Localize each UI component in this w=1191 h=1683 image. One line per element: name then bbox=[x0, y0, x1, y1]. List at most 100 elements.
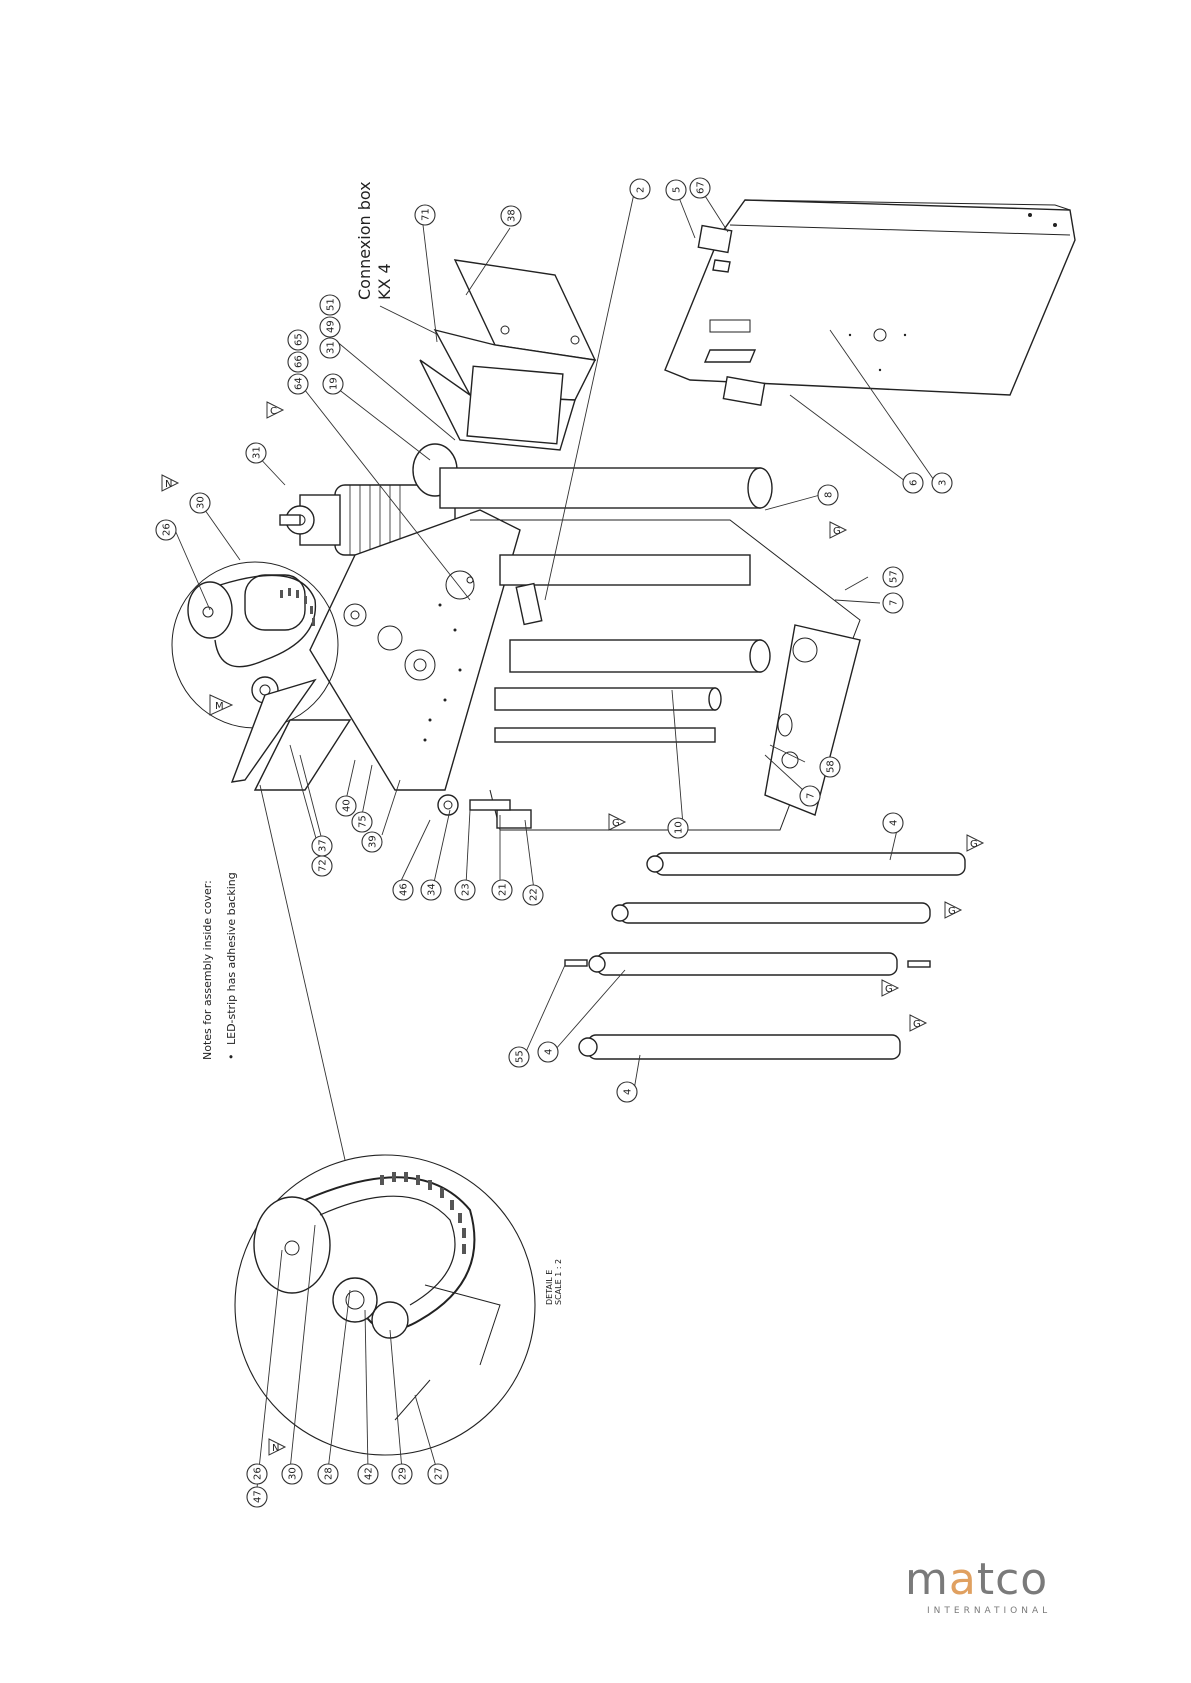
svg-text:37: 37 bbox=[318, 839, 329, 852]
balloon-4-b: 4 bbox=[538, 1042, 558, 1062]
svg-text:75: 75 bbox=[358, 815, 369, 828]
svg-text:4: 4 bbox=[623, 1089, 634, 1095]
svg-text:38: 38 bbox=[507, 209, 518, 222]
notes-bullet-marker: • bbox=[225, 1054, 238, 1061]
balloon-26-b: 26 bbox=[247, 1464, 267, 1484]
svg-text:4: 4 bbox=[544, 1049, 555, 1055]
svg-text:2: 2 bbox=[636, 187, 647, 193]
detail-circle-e bbox=[235, 1155, 535, 1455]
balloon-31-b: 31 bbox=[246, 443, 266, 463]
balloon-34: 34 bbox=[421, 880, 441, 900]
svg-text:64: 64 bbox=[294, 377, 305, 390]
svg-text:N: N bbox=[165, 479, 172, 490]
svg-text:23: 23 bbox=[461, 883, 472, 896]
balloon-72: 72 bbox=[312, 856, 332, 876]
svg-text:71: 71 bbox=[421, 208, 432, 221]
notes-title: Notes for assembly inside cover: bbox=[201, 880, 214, 1060]
svg-text:21: 21 bbox=[498, 883, 509, 896]
balloon-30-b: 30 bbox=[282, 1464, 302, 1484]
svg-text:7: 7 bbox=[806, 793, 817, 799]
svg-text:5: 5 bbox=[672, 187, 683, 193]
balloon-4-a: 4 bbox=[883, 813, 903, 833]
svg-text:40: 40 bbox=[342, 799, 353, 812]
svg-text:55: 55 bbox=[515, 1050, 526, 1063]
assembly-notes: Notes for assembly inside cover: • LED-s… bbox=[201, 872, 238, 1060]
balloon-55: 55 bbox=[509, 1047, 529, 1067]
balloon-7-b: 7 bbox=[800, 786, 820, 806]
svg-text:7: 7 bbox=[889, 600, 900, 606]
balloon-67: 67 bbox=[690, 178, 710, 198]
balloon-40: 40 bbox=[336, 796, 356, 816]
balloon-38: 38 bbox=[501, 206, 521, 226]
logo-wordmark: matco bbox=[905, 1558, 1075, 1602]
svg-text:66: 66 bbox=[294, 355, 305, 368]
balloon-39: 39 bbox=[362, 832, 382, 852]
svg-text:G: G bbox=[612, 818, 620, 829]
svg-text:31: 31 bbox=[252, 446, 263, 459]
svg-text:22: 22 bbox=[529, 888, 540, 901]
svg-text:47: 47 bbox=[253, 1490, 264, 1503]
balloon-8: 8 bbox=[818, 485, 838, 505]
svg-text:29: 29 bbox=[398, 1467, 409, 1480]
svg-text:58: 58 bbox=[826, 760, 837, 773]
svg-text:M: M bbox=[215, 701, 224, 712]
svg-text:19: 19 bbox=[329, 377, 340, 390]
svg-text:4: 4 bbox=[889, 820, 900, 826]
svg-text:3: 3 bbox=[938, 480, 949, 486]
svg-text:31: 31 bbox=[326, 341, 337, 354]
svg-text:30: 30 bbox=[288, 1467, 299, 1480]
svg-text:72: 72 bbox=[318, 859, 329, 872]
balloon-28: 28 bbox=[318, 1464, 338, 1484]
connection-box-part bbox=[420, 260, 595, 450]
balloon-4-c: 4 bbox=[617, 1082, 637, 1102]
balloon-2: 2 bbox=[630, 179, 650, 199]
view-label-m: M bbox=[210, 695, 232, 715]
balloon-3: 3 bbox=[932, 473, 952, 493]
balloon-51: 51 bbox=[320, 295, 340, 315]
connexion-box-line2: KX 4 bbox=[375, 263, 394, 300]
balloon-57: 57 bbox=[883, 567, 903, 587]
svg-text:10: 10 bbox=[674, 821, 685, 834]
roller-2 bbox=[612, 903, 930, 923]
svg-text:27: 27 bbox=[434, 1467, 445, 1480]
balloon-29: 29 bbox=[392, 1464, 412, 1484]
detail-scale: SCALE 1 : 2 bbox=[554, 1259, 563, 1305]
balloon-42: 42 bbox=[358, 1464, 378, 1484]
balloon-65: 65 bbox=[288, 330, 308, 350]
svg-text:39: 39 bbox=[368, 835, 379, 848]
balloon-49: 49 bbox=[320, 317, 340, 337]
balloon-58: 58 bbox=[820, 757, 840, 777]
balloon-22: 22 bbox=[523, 885, 543, 905]
logo-subtitle: INTERNATIONAL bbox=[905, 1606, 1075, 1616]
svg-text:N: N bbox=[272, 1443, 279, 1454]
svg-text:8: 8 bbox=[824, 492, 835, 498]
view-label-g3: G bbox=[967, 835, 983, 851]
balloon-47: 47 bbox=[247, 1487, 267, 1507]
svg-text:34: 34 bbox=[427, 883, 438, 896]
balloon-23: 23 bbox=[455, 880, 475, 900]
balloon-6: 6 bbox=[903, 473, 923, 493]
balloon-66: 66 bbox=[288, 352, 308, 372]
svg-text:28: 28 bbox=[324, 1467, 335, 1480]
svg-text:42: 42 bbox=[364, 1467, 375, 1480]
svg-text:6: 6 bbox=[909, 480, 920, 486]
roller-3 bbox=[565, 953, 930, 975]
balloon-21: 21 bbox=[492, 880, 512, 900]
matco-logo: matco INTERNATIONAL bbox=[905, 1558, 1075, 1616]
balloon-37: 37 bbox=[312, 836, 332, 856]
view-label-n: N bbox=[162, 475, 178, 491]
balloon-31-a: 31 bbox=[320, 338, 340, 358]
balloon-7-a: 7 bbox=[883, 593, 903, 613]
connexion-box-line1: Connexion box bbox=[355, 181, 374, 300]
svg-text:G: G bbox=[833, 526, 841, 537]
balloon-10: 10 bbox=[668, 818, 688, 838]
svg-text:G: G bbox=[913, 1019, 921, 1030]
view-label-c: C bbox=[267, 402, 283, 418]
balloon-19: 19 bbox=[323, 374, 343, 394]
svg-text:57: 57 bbox=[889, 570, 900, 583]
balloon-30-a: 30 bbox=[190, 493, 210, 513]
roller-4 bbox=[579, 1035, 900, 1059]
balloon-27: 27 bbox=[428, 1464, 448, 1484]
detail-label: DETAIL E SCALE 1 : 2 bbox=[545, 1259, 563, 1305]
